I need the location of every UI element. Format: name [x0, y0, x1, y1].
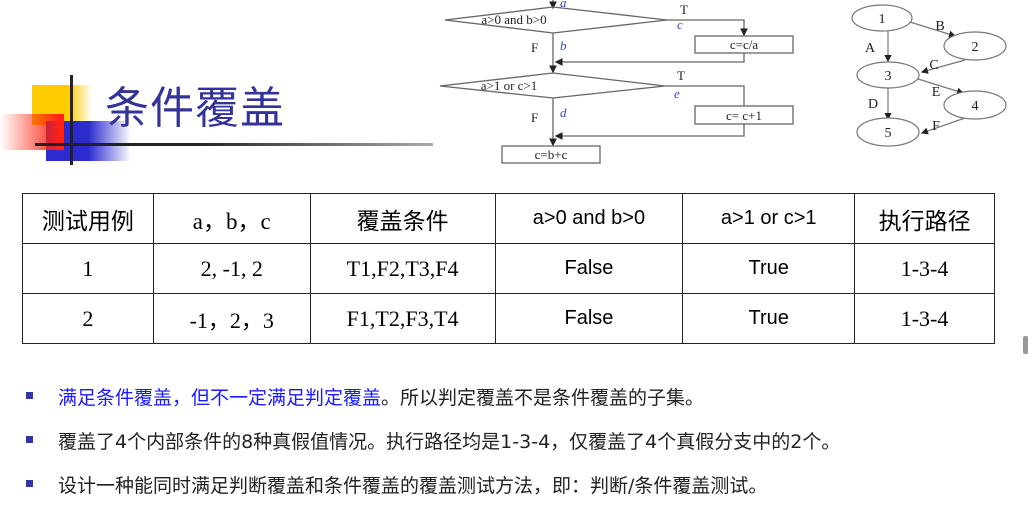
node-5: 5 [885, 126, 892, 141]
b-label: b [560, 38, 567, 53]
header-cell: a>0 and b>0 [494, 193, 684, 244]
bullet-item: 覆盖了4个内部条件的8种真假值情况。执行路径均是1-3-4，仅覆盖了4个真假分支… [26, 427, 840, 471]
table-cell: -1，2，3 [152, 293, 311, 344]
bullet-item: 设计一种能同时满足判断覆盖和条件覆盖的覆盖测试方法，即：判断/条件覆盖测试。 [26, 471, 840, 515]
table-cell: 1-3-4 [854, 293, 995, 344]
table-cell: False [494, 293, 684, 344]
header-cell: 覆盖条件 [309, 193, 496, 244]
slide-title: 条件覆盖 [105, 83, 285, 134]
node-3: 3 [885, 69, 892, 84]
node-2: 2 [972, 40, 979, 55]
box1-text: c=c/a [730, 37, 758, 52]
edge-d: D [868, 97, 878, 112]
header-cell: a>1 or c>1 [682, 193, 856, 244]
diagrams: a a>0 and b>0 T c c=c/a F b a>1 or c>1 T… [439, 0, 1007, 164]
edge-c: C [929, 58, 938, 73]
table-cell: 2, -1, 2 [152, 243, 311, 294]
decision-2 [439, 72, 666, 99]
edge-f: F [932, 119, 940, 134]
table-cell: 2 [22, 293, 154, 344]
c-label: c [677, 17, 683, 32]
edge-a: A [865, 41, 876, 56]
table-cell: True [682, 243, 856, 294]
cond2-text: a>1 or c>1 [481, 78, 538, 93]
title-underline [35, 143, 433, 146]
t1-label: T [680, 2, 688, 17]
table-cell: False [494, 243, 684, 294]
table-row: 1 2, -1, 2 T1,F2,T3,F4 False True 1-3-4 [22, 243, 995, 294]
d-label: d [560, 105, 567, 120]
table-cell: F1,T2,F3,T4 [309, 293, 496, 344]
decor-vertical-line [70, 75, 73, 165]
bullet-icon [26, 392, 33, 399]
bullet-text: 设计一种能同时满足判断覆盖和条件覆盖的覆盖测试方法，即：判断/条件覆盖测试。 [58, 475, 768, 497]
table-cell: 1 [22, 243, 154, 294]
flowchart [439, 0, 794, 164]
cond1-text: a>0 and b>0 [481, 12, 546, 27]
edge-e: E [932, 85, 941, 100]
edge-b: B [935, 19, 944, 34]
bullet-text: 覆盖了4个内部条件的8种真假值情况。执行路径均是1-3-4，仅覆盖了4个真假分支… [58, 431, 841, 453]
bullet-icon [26, 480, 33, 487]
scrollbar-handle[interactable] [1023, 336, 1028, 354]
table-cell: T1,F2,T3,F4 [309, 243, 496, 294]
table-header-row: 测试用例 a，b，c 覆盖条件 a>0 and b>0 a>1 or c>1 执… [22, 193, 995, 244]
node-1: 1 [879, 12, 886, 27]
box2-text: c= c+1 [726, 108, 762, 123]
node-4: 4 [972, 99, 979, 114]
path-graph [851, 4, 1007, 147]
e-label: e [674, 86, 680, 101]
bullet-icon [26, 436, 33, 443]
box-3 [501, 145, 601, 164]
decision-1 [444, 6, 668, 34]
bullet-item: 满足条件覆盖，但不一定满足判定覆盖。所以判定覆盖不是条件覆盖的子集。 [26, 383, 840, 427]
header-cell: a，b，c [152, 193, 311, 244]
box3-text: c=b+c [535, 147, 568, 162]
header-cell: 执行路径 [854, 193, 995, 244]
table-cell: True [682, 293, 856, 344]
label-a: a [560, 0, 567, 10]
f1-label: F [531, 40, 538, 55]
table-cell: 1-3-4 [854, 243, 995, 294]
table-row: 2 -1，2，3 F1,T2,F3,T4 False True 1-3-4 [22, 293, 995, 344]
bullet-list: 满足条件覆盖，但不一定满足判定覆盖。所以判定覆盖不是条件覆盖的子集。 覆盖了4个… [26, 383, 840, 515]
bullet-text: 。所以判定覆盖不是条件覆盖的子集。 [381, 387, 705, 409]
bullet-highlight: 满足条件覆盖，但不一定满足判定覆盖 [58, 387, 382, 409]
header-cell: 测试用例 [22, 193, 154, 244]
t2-label: T [677, 68, 685, 83]
f2-label: F [531, 110, 538, 125]
test-case-table: 测试用例 a，b，c 覆盖条件 a>0 and b>0 a>1 or c>1 执… [22, 193, 995, 344]
